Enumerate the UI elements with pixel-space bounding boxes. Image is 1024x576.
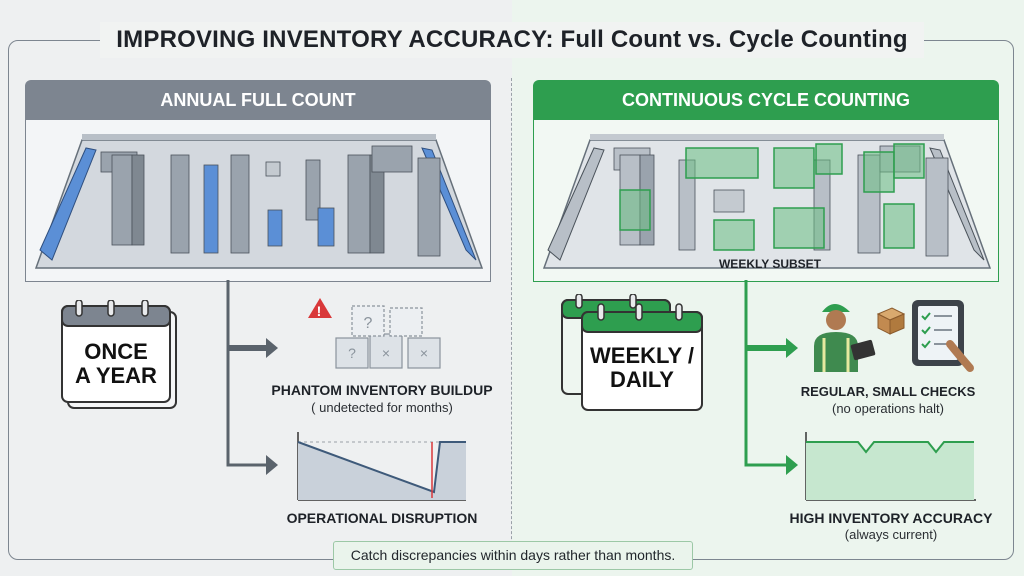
left-section-header: ANNUAL FULL COUNT — [25, 80, 491, 120]
right-section-header: CONTINUOUS CYCLE COUNTING — [533, 80, 999, 120]
svg-text:?: ? — [348, 345, 356, 361]
calendar-icon — [561, 293, 703, 411]
warehouse-full-count-illustration — [34, 134, 484, 269]
accuracy-chart — [805, 432, 976, 501]
disruption-chart — [297, 432, 466, 501]
box-icon — [876, 307, 906, 335]
page-title: IMPROVING INVENTORY ACCURACY: Full Count… — [100, 22, 924, 58]
phantom-inventory-subtitle: ( undetected for months) — [311, 400, 453, 415]
disruption-title: OPERATIONAL DISRUPTION — [286, 510, 478, 526]
weekly-subset-label: WEEKLY SUBSET — [718, 257, 822, 271]
worker-checklist-icon — [814, 300, 974, 372]
high-accuracy-title: HIGH INVENTORY ACCURACY — [789, 510, 993, 526]
center-divider — [511, 78, 512, 554]
regular-checks-title: REGULAR, SMALL CHECKS — [800, 384, 976, 399]
warehouse-cycle-count-illustration — [542, 134, 992, 269]
right-frequency-line2: DAILY — [610, 367, 674, 392]
footer-caption: Catch discrepancies within days rather t… — [333, 541, 693, 570]
svg-text:?: ? — [364, 315, 373, 332]
svg-text:!: ! — [317, 303, 322, 319]
calendar-icon — [61, 299, 177, 409]
right-frequency-line1: WEEKLY / — [590, 343, 694, 368]
right-connector-arrows — [744, 280, 798, 475]
left-frequency-line1: ONCE — [84, 339, 148, 364]
left-calendar: ONCE A YEAR — [60, 299, 180, 410]
left-warehouse-panel — [25, 120, 491, 282]
checklist-tablet-icon — [912, 300, 974, 372]
svg-text:×: × — [382, 345, 390, 361]
svg-text:×: × — [420, 345, 428, 361]
regular-checks-subtitle: (no operations halt) — [831, 401, 944, 416]
right-calendar: WEEKLY / DAILY — [560, 293, 706, 414]
phantom-boxes-icon: ! ? ? × × — [308, 298, 441, 369]
left-frequency-line2: A YEAR — [75, 363, 157, 388]
phantom-inventory-title: PHANTOM INVENTORY BUILDUP — [271, 382, 493, 398]
left-connector-arrows — [226, 280, 278, 475]
high-accuracy-subtitle: (always current) — [844, 527, 938, 542]
right-warehouse-panel — [533, 120, 999, 282]
worker-icon — [814, 304, 876, 372]
